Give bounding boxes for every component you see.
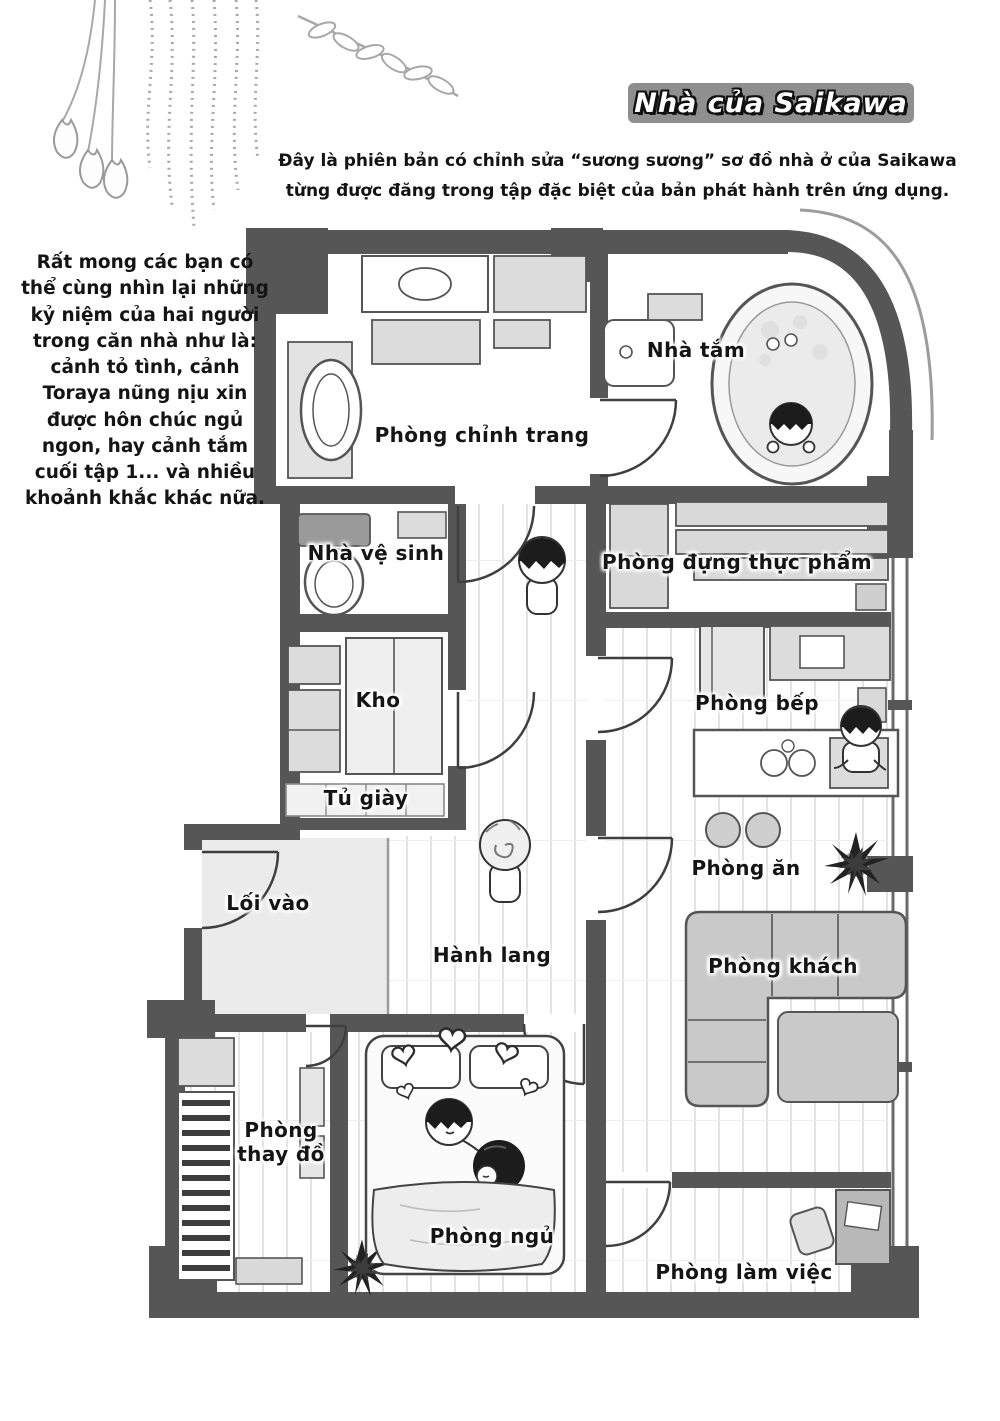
sofa	[684, 910, 908, 1108]
blanket	[371, 1181, 556, 1272]
office-furniture	[789, 1189, 891, 1265]
sink-basin	[299, 358, 363, 462]
bench	[235, 1257, 303, 1285]
character-hallway-middle-icon	[479, 819, 531, 903]
character-cooking-icon	[833, 705, 887, 773]
window-mullion	[888, 1062, 912, 1072]
burner	[788, 749, 816, 777]
dried-flowers-decoration-icon	[52, 0, 459, 229]
room-label-toilet: Nhà vệ sinh	[307, 541, 445, 565]
ottoman	[777, 1011, 899, 1103]
room-label-shoe-cabinet: Tủ giày	[323, 786, 409, 810]
kitchen-counters	[692, 625, 900, 798]
dining-stools	[705, 812, 781, 848]
balcony-edge	[799, 208, 934, 441]
window-mullion	[888, 700, 912, 710]
room-label-living-room: Phòng khách	[708, 954, 858, 978]
room-label-office: Phòng làm việc	[655, 1260, 833, 1284]
room-label-powder-room: Phòng chỉnh trang	[374, 423, 590, 447]
room-label-bedroom: Phòng ngủ	[429, 1224, 555, 1248]
room-label-entrance: Lối vào	[226, 891, 310, 915]
changing-room-fixtures	[177, 1037, 325, 1285]
side-note: Rất mong các bạn có thể cùng nhìn lại nh…	[21, 252, 269, 510]
room-label-changing-room: Phòng thay đồ	[237, 1118, 325, 1166]
character-hallway-top-icon	[518, 536, 566, 615]
intro-line-1: Đây là phiên bản có chỉnh sửa “sương sươ…	[278, 151, 957, 171]
shoe-cabinet	[285, 783, 445, 817]
room-label-dining: Phòng ăn	[691, 856, 801, 880]
right-wall-windows	[891, 558, 909, 1246]
room-label-hallway: Hành lang	[432, 943, 552, 967]
walls	[147, 228, 919, 1318]
office-chair	[789, 1206, 835, 1256]
powder-room-fixtures	[287, 255, 587, 479]
toilet-fixture	[297, 511, 447, 617]
intro-line-2: từng được đăng trong tập đặc biệt của bả…	[285, 180, 950, 201]
storage-shelves	[287, 637, 443, 775]
room-label-kitchen: Phòng bếp	[695, 691, 819, 715]
character-in-bathtub-icon	[766, 402, 816, 454]
title-banner: Nhà của Saikawa	[628, 83, 914, 123]
burner	[760, 749, 788, 777]
living-room-furniture	[684, 910, 908, 1108]
intro-text: Đây là phiên bản có chỉnh sửa “sương sươ…	[250, 147, 985, 207]
door-swings	[201, 398, 678, 1248]
room-label-bathroom: Nhà tắm	[646, 338, 746, 362]
page-title: Nhà của Saikawa	[634, 87, 908, 119]
entrance-genkan-floor	[202, 838, 388, 1014]
bathroom-fixtures	[603, 282, 874, 486]
room-label-storage: Kho	[355, 688, 401, 712]
room-label-pantry: Phòng đựng thực phẩm	[602, 550, 872, 574]
ladder-rack	[177, 1091, 235, 1281]
fridge	[699, 625, 765, 703]
blanket-folds	[399, 1204, 521, 1246]
pantry-shelves	[609, 501, 889, 611]
